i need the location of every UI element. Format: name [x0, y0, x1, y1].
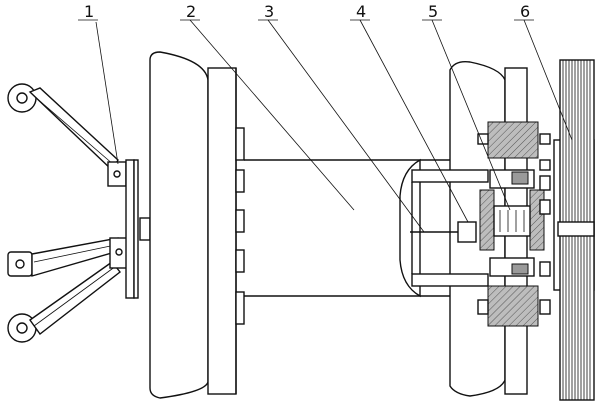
callout-6: 6 — [520, 2, 530, 21]
main-drum — [244, 159, 450, 297]
callout-1: 1 — [84, 2, 94, 21]
middle-caster — [7, 251, 33, 277]
shaft-section — [410, 121, 551, 327]
brush-stack — [553, 59, 595, 401]
support-arm-assembly — [7, 83, 129, 343]
callout-labels: 1 2 3 4 5 6 — [84, 2, 530, 21]
mounting-plate — [125, 159, 151, 299]
callout-5: 5 — [428, 2, 438, 21]
left-bolts — [235, 127, 245, 325]
top-arm — [28, 87, 119, 172]
leader-lines — [78, 19, 573, 233]
left-flange — [149, 51, 245, 399]
callout-3: 3 — [264, 2, 274, 21]
callout-2: 2 — [186, 2, 196, 21]
top-wheel — [7, 83, 37, 113]
callout-4: 4 — [356, 2, 366, 21]
